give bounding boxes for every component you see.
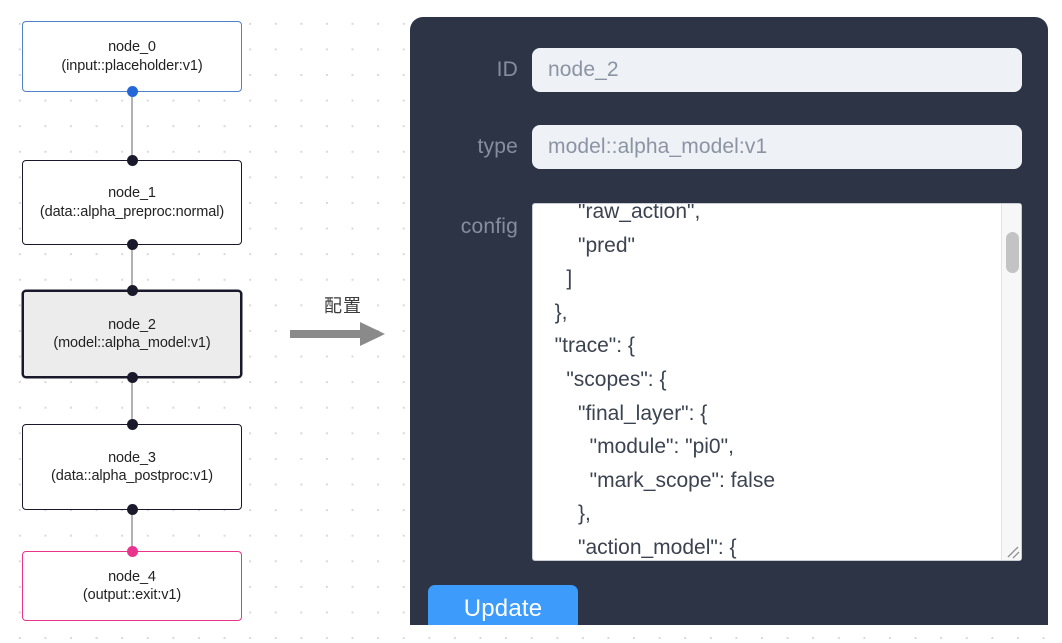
node-handle-node_3-source[interactable] (126, 504, 138, 515)
node-handle-node_2-source[interactable] (126, 372, 138, 383)
resize-grip-icon[interactable] (1004, 543, 1020, 559)
flow-node-label-node_4: node_4 (output::exit:v1) (32, 568, 232, 605)
flow-node-title-node_4: node_4 (108, 568, 156, 585)
config-scrollbar[interactable] (1001, 204, 1021, 560)
node-handle-node_0-source[interactable] (126, 86, 138, 97)
node-handle-node_2-target[interactable] (126, 285, 138, 296)
flow-node-node_4[interactable]: node_4 (output::exit:v1) (22, 551, 242, 621)
node-handle-node_3-target[interactable] (126, 419, 138, 430)
flow-node-label-node_1: node_1 (data::alpha_preproc:normal) (32, 184, 232, 221)
field-row-id: ID (410, 48, 1048, 92)
flow-node-subtitle-node_1: (data::alpha_preproc:normal) (39, 203, 225, 220)
edge-node0-node1 (131, 91, 133, 161)
config-field-label: config (460, 215, 518, 238)
config-scrollbar-thumb[interactable] (1006, 232, 1019, 273)
field-row-config: config "raw_action", "pred" ] }, "trace"… (410, 203, 1048, 561)
node-handle-node_1-source[interactable] (126, 239, 138, 250)
flow-node-subtitle-node_4: (output::exit:v1) (82, 587, 182, 603)
flow-node-subtitle-node_0: (input::placeholder:v1) (61, 57, 203, 74)
annotation-label: 配置 (324, 296, 362, 317)
type-input[interactable] (532, 125, 1022, 169)
field-row-type: type (410, 125, 1048, 169)
type-field-label: type (477, 135, 518, 158)
flow-node-label-node_0: node_0 (input::placeholder:v1) (32, 38, 232, 75)
flow-node-node_1[interactable]: node_1 (data::alpha_preproc:normal) (22, 160, 242, 245)
node-config-panel: ID type config "raw_action", "pred" ] },… (410, 17, 1048, 625)
edge-node3-node4 (131, 509, 133, 549)
flow-node-node_2[interactable]: node_2 (model::alpha_model:v1) (22, 290, 242, 378)
id-field-label: ID (496, 58, 518, 81)
flow-node-subtitle-node_2: (model::alpha_model:v1) (53, 335, 211, 351)
update-button[interactable]: Update (428, 585, 578, 625)
node-handle-node_1-target[interactable] (126, 155, 138, 166)
edge-node1-node2 (131, 244, 133, 294)
flow-node-title-node_3: node_3 (108, 449, 156, 466)
id-input[interactable] (532, 48, 1022, 92)
config-textarea-content: "raw_action", "pred" ] }, "trace": { "sc… (554, 203, 775, 559)
edge-node2-node3 (131, 373, 133, 421)
flow-node-node_0[interactable]: node_0 (input::placeholder:v1) (22, 21, 242, 92)
config-editor-wrapper: "raw_action", "pred" ] }, "trace": { "sc… (532, 203, 1022, 561)
flow-node-subtitle-node_3: (data::alpha_postproc:v1) (51, 468, 213, 484)
config-textarea[interactable]: "raw_action", "pred" ] }, "trace": { "sc… (532, 203, 1022, 561)
flow-graph-pane[interactable]: node_0 (input::placeholder:v1) node_1 (d… (0, 0, 268, 643)
flow-node-node_3[interactable]: node_3 (data::alpha_postproc:v1) (22, 424, 242, 510)
flow-node-title-node_1: node_1 (108, 185, 156, 201)
flow-node-label-node_2: node_2 (model::alpha_model:v1) (33, 316, 231, 353)
node-handle-node_4-target[interactable] (126, 546, 138, 557)
flow-node-title-node_0: node_0 (108, 39, 156, 55)
annotation-group: 配置 (288, 296, 398, 347)
arrow-right-icon (290, 322, 385, 346)
flow-node-title-node_2: node_2 (108, 316, 156, 333)
flow-node-label-node_3: node_3 (data::alpha_postproc:v1) (32, 449, 232, 486)
